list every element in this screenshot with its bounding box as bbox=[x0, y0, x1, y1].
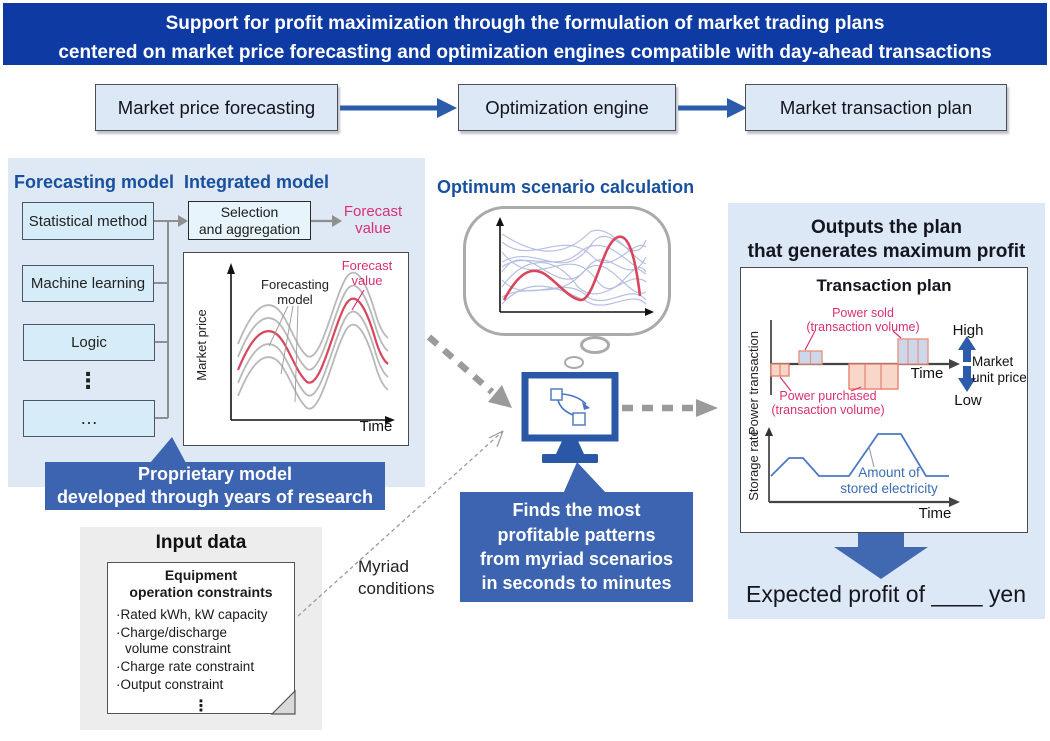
market-unit-price-label: Market unit price bbox=[972, 354, 1027, 385]
stored-electricity-label: Amount of stored electricity bbox=[840, 465, 938, 496]
note-bullet: ·Charge rate constraint bbox=[116, 659, 255, 675]
model-other: … bbox=[23, 400, 155, 437]
model-machine-learning: Machine learning bbox=[22, 265, 154, 302]
storage-rate-ylabel: Storage rate bbox=[745, 429, 761, 501]
scenario-spaghetti-chart bbox=[496, 217, 654, 316]
model-statistical-method: Statistical method bbox=[22, 202, 154, 240]
computer-monitor-icon bbox=[521, 372, 619, 463]
forecast-chart-box bbox=[183, 252, 409, 446]
myriad-conditions-label: Myriad conditions bbox=[358, 557, 435, 599]
model-logic: Logic bbox=[23, 324, 155, 361]
storage-time-label: Time bbox=[918, 505, 952, 522]
flow-step-optimization-engine: Optimization engine bbox=[458, 84, 676, 131]
profitable-patterns-callout: Finds the most profitable patterns from … bbox=[460, 492, 693, 602]
transaction-plan-box bbox=[740, 267, 1028, 533]
note-bullet: ·Output constraint bbox=[116, 677, 224, 693]
market-price-chart bbox=[227, 263, 395, 424]
thought-bubble-dot-small bbox=[564, 356, 584, 369]
transaction-plan-title: Transaction plan bbox=[816, 276, 952, 295]
note-title: Equipment operation constraints bbox=[129, 567, 273, 600]
price-high-label: High bbox=[952, 322, 984, 339]
price-low-label: Low bbox=[954, 392, 982, 409]
input-note-content: Equipment operation constraints ·Rated k… bbox=[112, 567, 290, 716]
input-data-title: Input data bbox=[155, 532, 247, 553]
note-bullet: ·Rated kWh, kW capacity bbox=[116, 606, 268, 622]
market-price-xlabel: Time bbox=[359, 418, 393, 435]
flow-step-market-price-forecasting: Market price forecasting bbox=[95, 84, 338, 131]
expected-profit-label: Expected profit of ____ yen bbox=[745, 581, 1027, 607]
note-ellipsis: ⋮ bbox=[193, 697, 209, 715]
power-sold-label: Power sold (transaction volume) bbox=[806, 306, 920, 335]
thought-bubble bbox=[463, 206, 671, 336]
power-transaction-chart bbox=[770, 320, 976, 395]
optimum-scenario-title: Optimum scenario calculation bbox=[437, 177, 695, 197]
power-purchased-label: Power purchased (transaction volume) bbox=[771, 389, 885, 418]
input-note bbox=[107, 562, 295, 714]
forecasting-model-curve-label: Forecasting model bbox=[261, 277, 329, 307]
market-price-ylabel: Market price bbox=[193, 309, 209, 381]
flow-step-market-transaction-plan: Market transaction plan bbox=[745, 84, 1007, 131]
transaction-time-label: Time bbox=[910, 365, 944, 382]
output-title: Outputs the plan that generates maximum … bbox=[747, 217, 1026, 262]
model-list-ellipsis: ⋮ bbox=[77, 368, 99, 393]
storage-rate-chart bbox=[765, 427, 960, 507]
forecast-value-curve-label: Forecast value bbox=[341, 258, 393, 288]
selection-aggregation-box: Selection and aggregation bbox=[188, 201, 311, 240]
page-title: Support for profit maximization through … bbox=[3, 3, 1047, 65]
forecast-value-label-top: Forecast value bbox=[343, 202, 403, 237]
thought-bubble-dot-large bbox=[580, 336, 610, 354]
note-bullet: ·Charge/discharge volume constraint bbox=[116, 624, 231, 656]
integrated-model-title: Integrated model bbox=[184, 172, 330, 192]
forecasting-model-title: Forecasting model bbox=[14, 172, 175, 192]
proprietary-model-callout: Proprietary model developed through year… bbox=[45, 462, 385, 510]
